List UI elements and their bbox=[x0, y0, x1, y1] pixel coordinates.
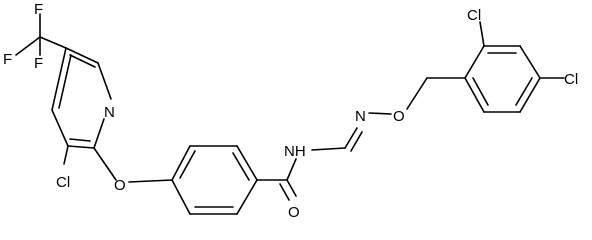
pyridine-bond-6 bbox=[51, 47, 67, 111]
benzene-bond-3 bbox=[236, 145, 258, 181]
atom-f-top: F bbox=[34, 1, 43, 18]
benzene-bond-4 bbox=[236, 179, 258, 215]
bond-carbonyl-o-2 bbox=[279, 183, 290, 201]
atom-oxime-o: O bbox=[393, 108, 405, 125]
aryl-bond-6 bbox=[464, 77, 485, 113]
bond-aryl-cl-ortho bbox=[479, 21, 485, 47]
atom-ether-o: O bbox=[114, 177, 126, 194]
atom-labels: F F F N Cl O NH O N O Cl Cl bbox=[3, 1, 578, 221]
atom-f-left: F bbox=[3, 51, 12, 68]
bond-o-ch2 bbox=[406, 77, 428, 110]
atom-benzyl-cl-para: Cl bbox=[564, 71, 578, 88]
atom-benzyl-cl-ortho: Cl bbox=[467, 7, 481, 24]
bond-cf-left bbox=[15, 36, 41, 56]
bond-ch-n-2 bbox=[350, 131, 363, 152]
amide-oxime-chain bbox=[256, 77, 466, 201]
benzene-bond-1-inner bbox=[179, 150, 196, 179]
bond-ch-n-1 bbox=[344, 127, 358, 149]
bond-carbonyl-o-1 bbox=[286, 179, 297, 197]
pyridine-bond-6-inner bbox=[58, 54, 72, 109]
structure-canvas: F F F N Cl O NH O N O Cl Cl bbox=[3, 1, 578, 221]
molecule-diagram: F F F N Cl O NH O N O Cl Cl bbox=[3, 1, 578, 221]
pyridine-bond-4 bbox=[67, 145, 95, 149]
bond-nh-ch bbox=[311, 147, 346, 151]
aryl-bond-4-inner bbox=[515, 77, 533, 106]
benzamide-ring bbox=[128, 145, 258, 215]
aryl-bond-4 bbox=[519, 77, 541, 113]
pyridine-bond-1-inner bbox=[69, 54, 96, 68]
bond-carbonyl-n bbox=[286, 158, 297, 181]
bond-c-o-ether-1 bbox=[93, 147, 117, 181]
benzene-bond-6 bbox=[171, 179, 191, 215]
bond-o-ether-2 bbox=[128, 179, 173, 183]
atom-imine-n: N bbox=[355, 108, 366, 125]
trifluoromethyl-group bbox=[15, 13, 67, 56]
benzene-bond-3-inner bbox=[232, 152, 250, 181]
aryl-bond-6-inner bbox=[472, 77, 489, 106]
bond-n-o bbox=[368, 112, 392, 115]
atom-f-bottom: F bbox=[34, 55, 43, 72]
bond-c-cl bbox=[63, 145, 69, 165]
bond-cf3-ring bbox=[39, 36, 67, 49]
atom-amide-o: O bbox=[288, 204, 300, 221]
pyridine-ring bbox=[51, 47, 117, 181]
aryl-bond-1 bbox=[464, 45, 485, 79]
pyridine-bond-3 bbox=[93, 118, 105, 149]
atom-amide-nh: NH bbox=[284, 143, 306, 160]
atom-pyridine-n: N bbox=[104, 104, 115, 121]
atom-pyridine-cl: Cl bbox=[56, 174, 70, 191]
pyridine-bond-2 bbox=[97, 62, 112, 100]
pyridine-bond-1 bbox=[65, 47, 99, 64]
pyridine-bond-4-inner bbox=[69, 138, 91, 142]
dichlorophenyl-ring bbox=[464, 21, 565, 113]
aryl-bond-3 bbox=[519, 45, 541, 79]
pyridine-bond-5 bbox=[51, 109, 69, 147]
benzene-bond-1 bbox=[171, 145, 191, 181]
